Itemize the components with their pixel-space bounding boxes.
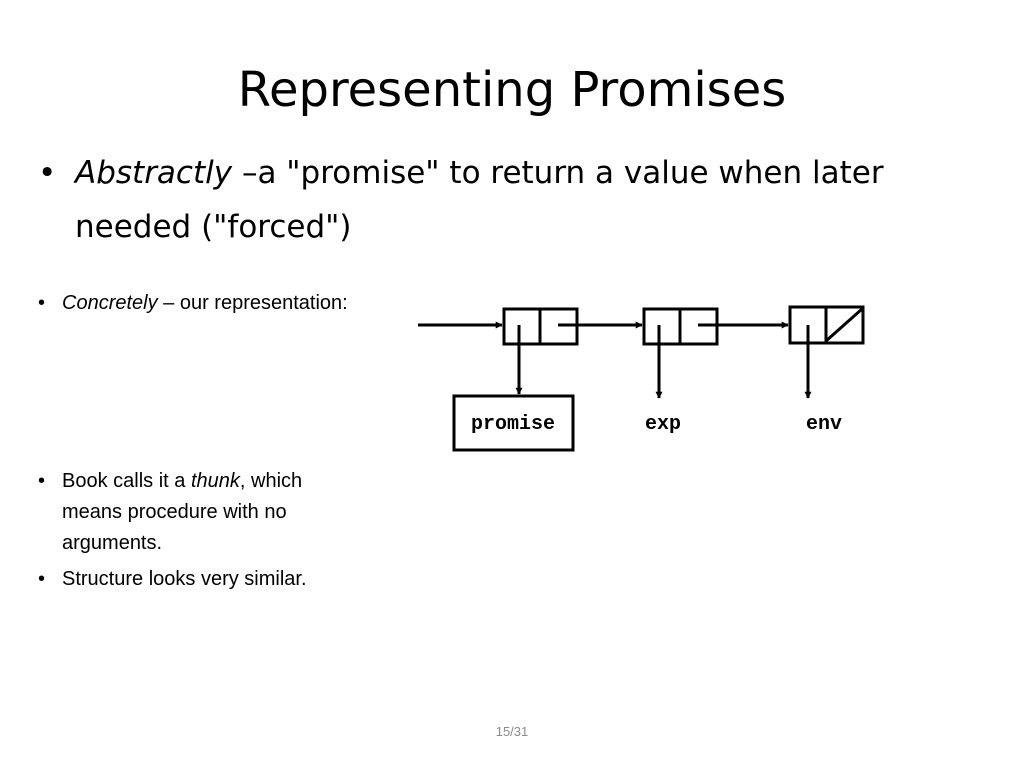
exp-label: exp [645,413,681,436]
main-bullet-body: –a "promise" to return a value when late… [75,155,884,245]
bullet-marker: • [38,292,46,314]
sub-bullet-emphasis: Concretely [62,292,158,314]
promise-label: promise [471,413,555,436]
bullet-marker: • [38,470,46,492]
main-bullet-emphasis: Abstractly [75,155,233,191]
bullet-marker: • [38,568,46,590]
slide-title: Representing Promises [237,62,787,118]
sub-bullet-before: Book calls it a [62,470,191,492]
sub-bullet-text: Concretely – our representation: [62,288,348,319]
sub-bullet-structure: • Structure looks very similar. [38,564,348,595]
sub-bullet-after: , which means procedure with no argument… [62,470,303,554]
sub-bullet-thunk: • Book calls it a thunk, which means pro… [38,466,348,559]
main-bullet: • Abstractly –a "promise" to return a va… [38,146,968,254]
promise-tag-box [452,394,575,452]
sub-bullet-emphasis: thunk [190,470,240,492]
sub-bullet-body: – our representation: [157,292,348,314]
env-label: env [806,413,842,436]
sub-bullet-text: Structure looks very similar. [62,568,307,590]
bullet-marker: • [38,155,57,191]
page-number: 15/31 [495,724,529,739]
main-bullet-text: Abstractly –a "promise" to return a valu… [75,146,968,254]
sub-bullet-text: Book calls it a thunk, which means proce… [62,466,348,559]
sub-bullet-concretely: • Concretely – our representation: [38,288,348,319]
null-pointer-slash [825,307,863,343]
